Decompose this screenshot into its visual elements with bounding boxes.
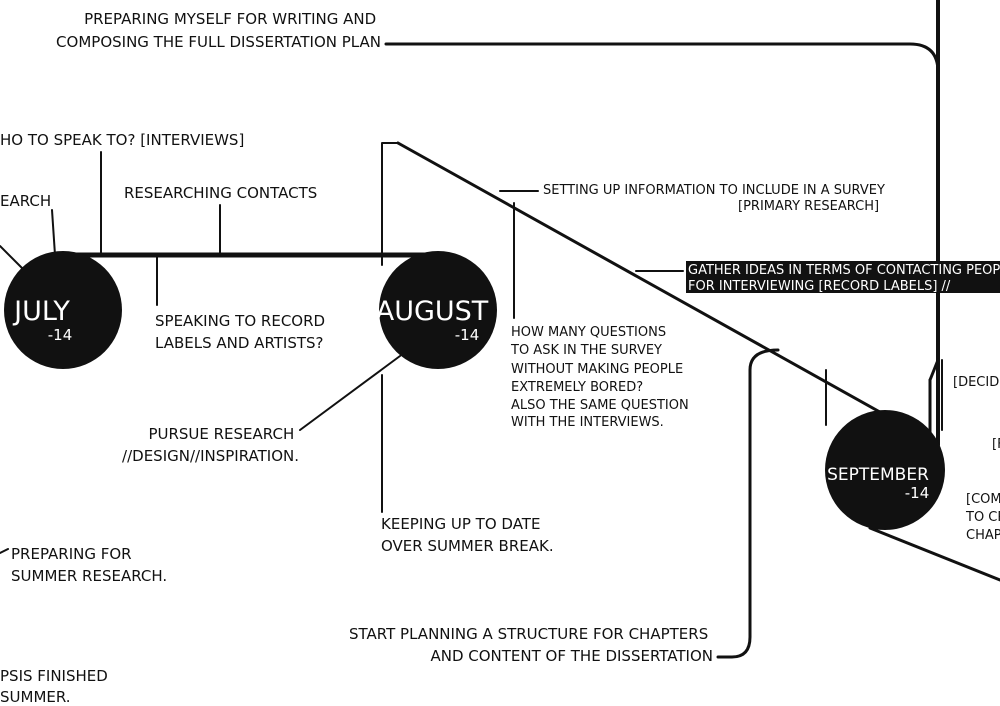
research-tick [51,209,56,256]
milestone-august-month: AUGUST [376,296,489,327]
note-right-com: [COM TO CR CHAP [965,492,1000,543]
note-right-f: [F [992,437,1000,452]
gather-ideas-highlight [686,261,1000,293]
timeline-lines [0,0,1000,659]
note-preparing-writing: PREPARING MYSELF FOR WRITING AND COMPOSI… [56,10,381,51]
note-pursue-research: PURSUE RESEARCH //DESIGN//INSPIRATION. [122,425,299,465]
august-september-diagonal [396,141,932,442]
milestone-july-year: -14 [48,326,73,344]
july-left-tick [0,245,23,269]
preparing-summer-connector [0,548,9,554]
note-keeping-up: KEEPING UP TO DATE OVER SUMMER BREAK. [381,515,554,555]
milestone-august-circle [379,251,497,369]
note-researching-contacts: RESEARCHING CONTACTS [124,184,317,202]
right-double-line-a [928,358,940,382]
milestone-july-circle [4,251,122,369]
milestone-july: JULY -14 [4,251,122,369]
milestone-september-month: SEPTEMBER [827,465,929,485]
note-gather-ideas: GATHER IDEAS IN TERMS OF CONTACTING PEOP… [688,263,1000,294]
milestone-september-circle [825,410,945,530]
note-preparing-summer: PREPARING FOR SUMMER RESEARCH. [11,545,167,585]
pursue-research-connector [299,355,401,431]
note-speaking-labels: SPEAKING TO RECORD LABELS AND ARTISTS? [155,312,330,352]
start-planning-connector [716,348,780,659]
note-right-decide: [DECID [953,375,999,390]
note-survey-setup: SETTING UP INFORMATION TO INCLUDE IN A S… [543,183,889,214]
note-research: EARCH [0,192,51,210]
milestone-july-month: JULY [12,296,70,327]
note-synopsis: PSIS FINISHED SUMMER. [0,667,113,706]
august-bracket-line [381,142,399,266]
note-start-planning: START PLANNING A STRUCTURE FOR CHAPTERS … [349,625,713,665]
milestone-september: SEPTEMBER -14 [825,410,945,530]
milestone-august: AUGUST -14 [376,251,497,369]
september-lower-diagonal [868,526,1000,582]
note-who-to-speak: HO TO SPEAK TO? [INTERVIEWS] [0,131,244,149]
milestone-august-year: -14 [455,326,480,344]
milestone-september-year: -14 [905,484,930,502]
note-survey-questions: HOW MANY QUESTIONS TO ASK IN THE SURVEY … [510,325,693,430]
preparing-writing-connector [384,42,940,74]
